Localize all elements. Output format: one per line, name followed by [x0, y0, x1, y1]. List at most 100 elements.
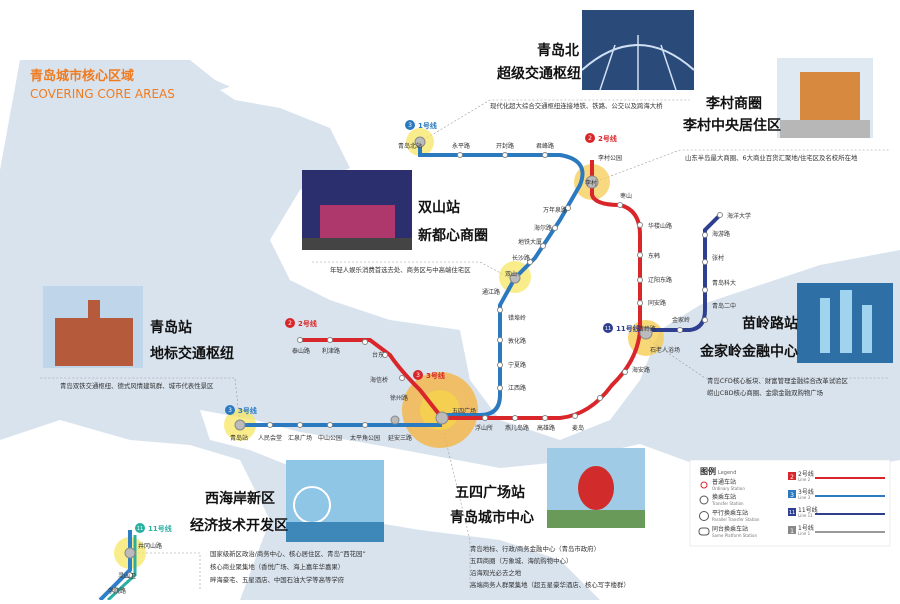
callout-miaoling-desc2: 崂山CBD核心商圈、金鼎金融双购物广场 — [707, 388, 823, 397]
legend-item-ordinary: 普通车站 — [712, 478, 736, 486]
callout-licun-subtitle: 李村中央居住区 — [682, 117, 781, 134]
station-renmin: 人民会堂 — [258, 434, 282, 442]
legend-line-2-en: Line 2 — [798, 477, 811, 482]
legend-title-en: Legend — [718, 470, 736, 476]
station-kaifeng: 开封路 — [496, 142, 514, 150]
station-donghan: 东韩 — [648, 252, 660, 260]
callout-licun-desc: 山东半岛最大商圈、6大商业百货汇聚地/住宅区及名校所在地 — [685, 153, 858, 162]
legend-item-same-platform-en: Same Platform Station — [712, 533, 757, 538]
badge-l3-mid: 3号线 — [426, 371, 445, 380]
legend-item-parallel-en: Parallel Transfer Station — [712, 517, 760, 522]
station-shilaoren: 石老人浴场 — [650, 346, 680, 354]
callout-qingdao: 青岛站 地标交通枢纽 青岛双铁交通枢纽、德式风情建筑群、城市代表性景区 — [60, 319, 234, 390]
station-changsha: 长沙路 — [512, 254, 530, 262]
legend-item-transfer: 换乘车站 — [712, 493, 736, 501]
svg-text:11: 11 — [137, 526, 143, 532]
station-labels: 青岛北站 永平路 开封路 君峰路 李村 李村公园 万年泉路 海尔路 地铁大厦 长… — [108, 142, 751, 595]
station-liaoyang: 辽阳东路 — [648, 276, 672, 284]
station-xueyuan: 学院路 — [108, 587, 126, 595]
callout-westcoast-desc3: 畔海豪宅、五星酒店、中国石油大学等高等学府 — [210, 575, 345, 584]
station-gaoxiong: 高雄路 — [537, 424, 555, 432]
svg-text:2: 2 — [588, 135, 592, 142]
station-haier: 海尔路 — [534, 224, 552, 232]
callout-qingdao-subtitle: 地标交通枢纽 — [150, 345, 234, 362]
legend-line-11-en: Line 11 — [798, 513, 813, 518]
svg-text:3: 3 — [408, 122, 412, 129]
svg-text:3: 3 — [790, 492, 794, 499]
station-yanan: 延安三路 — [388, 434, 412, 442]
station-markers — [112, 136, 723, 593]
station-junfeng: 君峰路 — [536, 142, 554, 150]
station-dunhua: 敦化路 — [508, 337, 526, 345]
line-3-track — [418, 142, 585, 417]
callout-licun: 李村商圈 李村中央居住区 山东半岛最大商圈、6大商业百货汇聚地/住宅区及名校所在… — [682, 95, 858, 162]
badge-l11-right: 11号线 — [616, 324, 640, 333]
callout-licun-name: 李村商圈 — [705, 95, 762, 112]
callout-wusi-subtitle: 青岛城市中心 — [450, 509, 534, 526]
station-yongping: 永平路 — [452, 142, 470, 150]
callout-wusi-desc4: 高端商务人群聚集地（超五星豪华酒店、核心写字楼群） — [470, 580, 630, 589]
station-tongan: 同安路 — [648, 299, 666, 307]
callout-westcoast-desc1: 国家级新区政治/商务中心、核心居住区、青岛“西花园” — [210, 549, 366, 558]
svg-text:11: 11 — [789, 510, 795, 516]
legend-line-3: 3号线 — [798, 488, 814, 496]
photo-shuangshan — [302, 170, 412, 250]
station-taidong: 台东 — [372, 351, 384, 359]
svg-text:3: 3 — [416, 372, 420, 379]
callout-north-name: 青岛北 — [537, 42, 579, 59]
callout-miaoling-name: 苗岭路站 — [742, 315, 798, 332]
station-xuzhou: 徐州路 — [390, 394, 408, 402]
station-yanerdao: 燕儿岛路 — [505, 424, 529, 432]
callout-wusi-desc1: 青岛地标、行政/商务金融中心（青岛市政府） — [470, 544, 600, 553]
callout-shuangshan-desc: 年轻人娱乐消费首选去处、商务区与中高端住宅区 — [330, 265, 471, 274]
svg-text:2: 2 — [790, 474, 794, 481]
callout-westcoast-name: 西海岸新区 — [205, 490, 275, 507]
station-haixin: 海信桥 — [370, 376, 388, 384]
badge-l2-top: 2号线 — [598, 134, 617, 143]
callout-wusi-desc2: 五四商圈（万象城、海航购物中心） — [470, 556, 572, 565]
photo-wusi — [547, 448, 645, 528]
legend-item-same-platform: 同台换乘车站 — [712, 525, 748, 533]
station-haiyou: 海游路 — [712, 230, 730, 238]
station-taishan: 泰山路 — [292, 347, 310, 355]
station-huiquan: 汇泉广场 — [288, 434, 312, 442]
station-miaoling: 苗岭路 — [638, 325, 656, 333]
station-ocean-univ: 海洋大学 — [727, 212, 751, 220]
svg-text:11: 11 — [605, 326, 611, 332]
callout-wusi: 五四广场站 青岛城市中心 青岛地标、行政/商务金融中心（青岛市政府） 五四商圈（… — [450, 484, 630, 589]
station-ningxia: 宁夏路 — [508, 361, 526, 369]
callout-miaoling-subtitle: 金家岭金融中心 — [699, 343, 798, 360]
callout-wusi-name: 五四广场站 — [455, 484, 525, 501]
station-maidao: 麦岛 — [572, 424, 584, 432]
station-qingdao-erzhong: 青岛二中 — [712, 302, 736, 310]
header-title-en: COVERING CORE AREAS — [30, 87, 175, 101]
station-licun: 李村 — [585, 179, 597, 187]
legend-item-ordinary-en: Ordinary Station — [712, 486, 745, 491]
west-land — [0, 420, 270, 600]
badge-l2-left: 2号线 — [298, 319, 317, 328]
station-qingdao: 青岛站 — [230, 434, 248, 442]
callout-shuangshan-name: 双山站 — [418, 199, 460, 216]
callout-north-desc: 现代化超大综合交通枢纽连接地铁、铁路、公交以及跨海大桥 — [490, 101, 663, 110]
station-jinggangshan: 井冈山路 — [138, 542, 162, 550]
photo-westcoast — [286, 460, 384, 542]
line-1-track — [98, 530, 132, 602]
station-qingdao-north: 青岛北站 — [398, 142, 422, 150]
station-licun-park: 李村公园 — [598, 154, 622, 162]
callout-shuangshan: 双山站 新都心商圈 年轻人娱乐消费首选去处、商务区与中高端住宅区 — [330, 199, 488, 274]
header-title-cn: 青岛城市核心区域 — [30, 68, 134, 84]
station-cuobuling: 错埠岭 — [508, 314, 526, 322]
photo-miaoling — [797, 283, 893, 363]
photo-north — [581, 10, 695, 91]
line-badges: 3 1号线 2 2号线 2 2号线 3 3号线 3 3号线 11 11号线 11… — [135, 120, 640, 533]
station-tongjiang: 通江路 — [482, 288, 500, 296]
callout-miaoling-desc1: 青岛CFD核心板块、财富管理金融综合改革试验区 — [707, 376, 848, 385]
station-wusi: 五四广场 — [452, 407, 476, 415]
legend-title: 图例 — [700, 466, 716, 476]
station-wannianquan: 万年泉路 — [543, 206, 567, 214]
station-shuangshan: 双山 — [505, 270, 517, 278]
svg-text:2: 2 — [288, 320, 292, 327]
badge-l11-bottom: 11号线 — [148, 524, 172, 533]
badge-l1-top: 1号线 — [418, 121, 437, 130]
